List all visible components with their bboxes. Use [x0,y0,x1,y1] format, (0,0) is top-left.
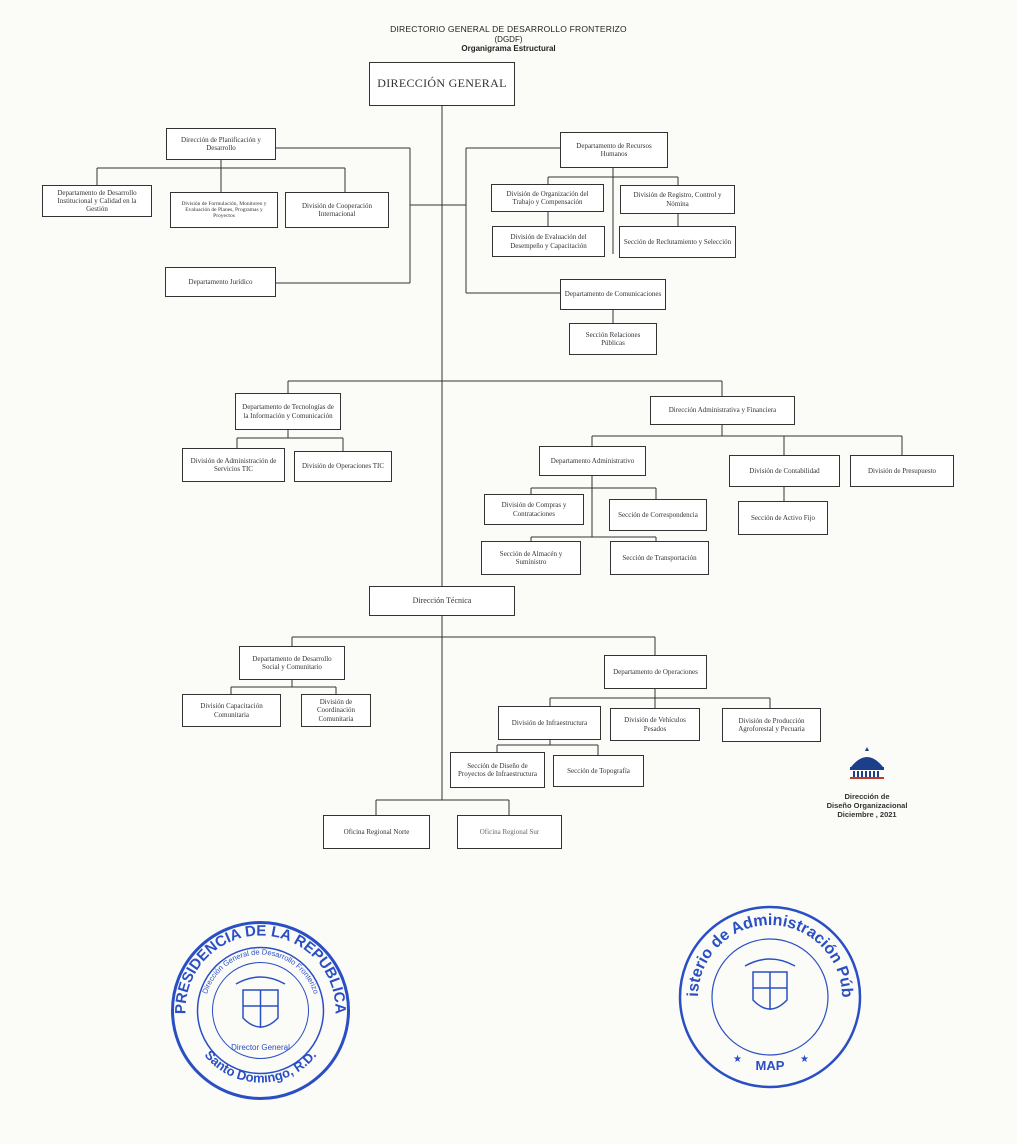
seal-left-bottom-text: Santo Domingo, R.D. [202,1047,320,1085]
box-div-evaluacion: División de Evaluación del Desempeño y C… [492,226,605,257]
star-icon: ★ [733,1054,742,1065]
dome-logo-icon [850,747,884,779]
box-dept-desarrollo-institucional: Departamento de Desarrollo Institucional… [42,185,152,217]
box-direccion-general: DIRECCIÓN GENERAL [369,62,515,106]
seal-right-bottom-text: MAP [756,1058,785,1073]
box-dept-comunicaciones: Departamento de Comunicaciones [560,279,666,310]
box-dept-operaciones: Departamento de Operaciones [604,655,707,689]
box-div-infraestructura: División de Infraestructura [498,706,601,740]
svg-text:Ministerio de Administración P: Ministerio de Administración Pública [675,902,855,998]
star-icon: ★ [800,1054,809,1065]
box-div-vehiculos-pesados: División de Vehículos Pesados [610,708,700,741]
box-div-produccion-agroforestal: División de Producción Agroforestal y Pe… [722,708,821,742]
box-secc-relaciones-publicas: Sección Relaciones Públicas [569,323,657,355]
coat-of-arms-icon [744,958,796,1010]
box-secc-topografia: Sección de Topografía [553,755,644,787]
logo-line2: Diseño Organizacional [826,801,908,810]
box-div-formulacion: División de Formulación, Monitoreo y Eva… [170,192,278,228]
box-div-coordinacion-comunitaria: División de Coordinación Comunitaria [301,694,371,727]
box-div-contabilidad: División de Contabilidad [729,455,840,487]
presidencia-seal-icon: PRESIDENCIA DE LA REPUBLICA Dirección Ge… [171,921,350,1100]
box-div-capacitacion-comunitaria: División Capacitación Comunitaria [182,694,281,727]
box-div-presupuesto: División de Presupuesto [850,455,954,487]
box-secc-transportacion: Sección de Transportación [610,541,709,575]
box-dir-planificacion: Dirección de Planificación y Desarrollo [166,128,276,160]
chart-title-line1: DIRECTORIO GENERAL DE DESARROLLO FRONTER… [390,24,627,34]
box-secc-activo-fijo: Sección de Activo Fijo [738,501,828,535]
box-secc-almacen: Sección de Almacén y Suministro [481,541,581,575]
map-seal-icon: Ministerio de Administración Pública MAP… [675,902,862,1089]
box-div-organizacion-trabajo: División de Organización del Trabajo y C… [491,184,604,212]
seal-left-signature-label: Director General [231,1043,290,1052]
box-dir-tecnica: Dirección Técnica [369,586,515,616]
seal-right-outer-text: Ministerio de Administración Pública [675,902,855,998]
box-div-registro: División de Registro, Control y Nómina [620,185,735,214]
box-oficina-regional-norte: Oficina Regional Norte [323,815,430,849]
box-oficina-regional-sur: Oficina Regional Sur [457,815,562,849]
box-secc-diseno-proyectos: Sección de Diseño de Proyectos de Infrae… [450,752,545,788]
chart-title-acronym: (DGDF) [494,35,523,44]
box-div-cooperacion: División de Cooperación Internacional [285,192,389,228]
logo-line1: Dirección de [844,792,890,801]
logo-block: Dirección de Diseño Organizacional Dicie… [822,745,912,819]
box-secc-reclutamiento: Sección de Reclutamiento y Selección [619,226,736,258]
box-dir-admin-financiera: Dirección Administrativa y Financiera [650,396,795,425]
box-div-operaciones-tic: División de Operaciones TIC [294,451,392,482]
coat-of-arms-icon [235,976,286,1028]
box-dept-juridico: Departamento Jurídico [165,267,276,297]
box-div-admin-servicios-tic: División de Administración de Servicios … [182,448,285,482]
box-dept-desarrollo-social: Departamento de Desarrollo Social y Comu… [239,646,345,680]
box-dept-tic: Departamento de Tecnologías de la Inform… [235,393,341,430]
chart-subtitle: Organigrama Estructural [461,44,556,53]
logo-line3: Diciembre , 2021 [837,810,897,819]
box-secc-correspondencia: Sección de Correspondencia [609,499,707,531]
box-div-compras: División de Compras y Contrataciones [484,494,584,525]
svg-text:Santo Domingo, R.D.: Santo Domingo, R.D. [202,1047,320,1085]
box-dept-administrativo: Departamento Administrativo [539,446,646,476]
box-dept-rrhh: Departamento de Recursos Humanos [560,132,668,168]
